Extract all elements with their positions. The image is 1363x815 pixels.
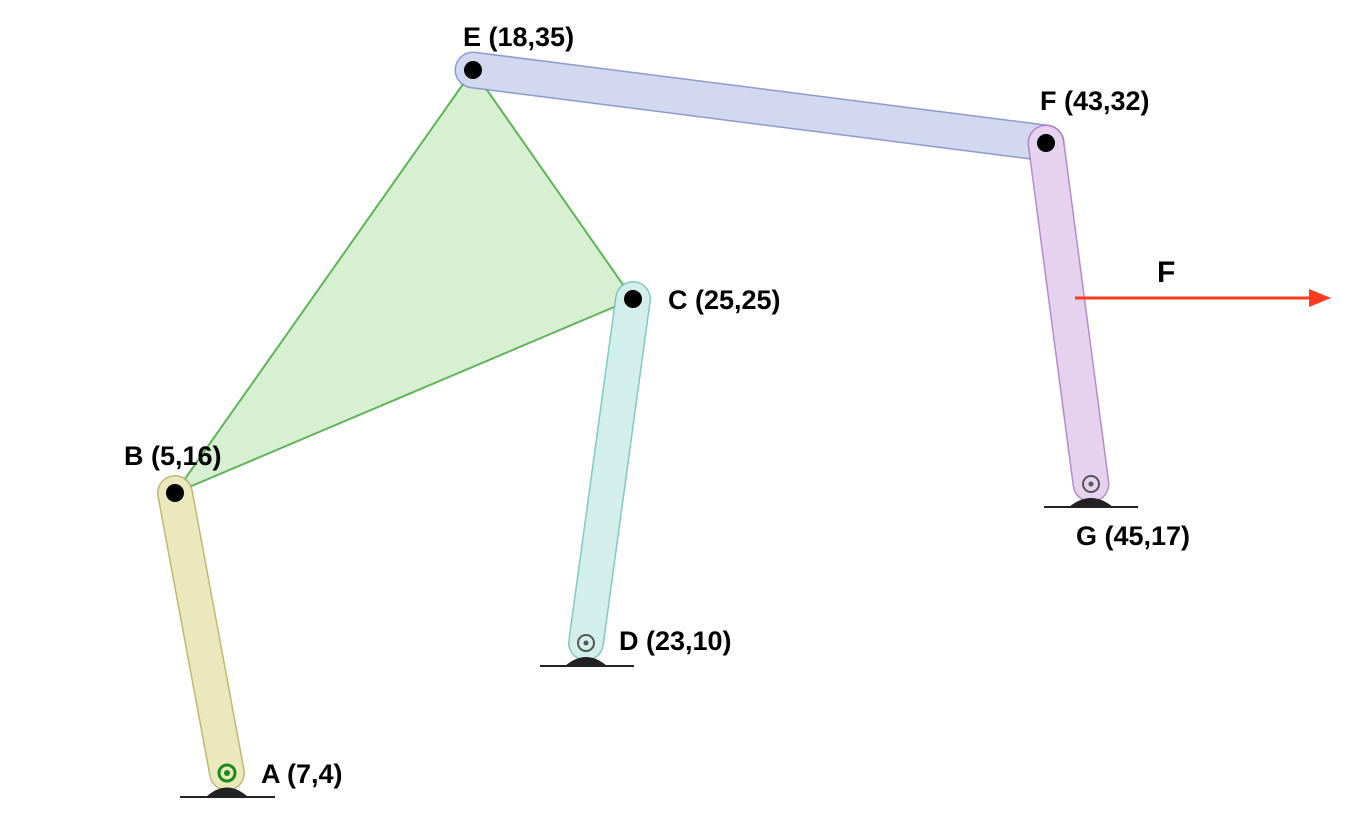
joint-d bbox=[577, 634, 595, 652]
joint-label-c: C (25,25) bbox=[668, 285, 781, 315]
joint-label-g: G (45,17) bbox=[1076, 521, 1190, 551]
joint-c bbox=[624, 290, 642, 308]
joint-g bbox=[1082, 475, 1100, 493]
link-fg bbox=[1029, 126, 1108, 501]
force-label: F bbox=[1157, 256, 1175, 289]
joint-f bbox=[1037, 134, 1055, 152]
joint-a bbox=[217, 763, 237, 783]
ground-support-d bbox=[540, 657, 634, 667]
link-ef bbox=[456, 53, 1063, 160]
ground-support-g bbox=[1044, 498, 1138, 508]
joint-label-a: A (7,4) bbox=[261, 759, 343, 789]
joint-e bbox=[464, 61, 482, 79]
force-arrow bbox=[1075, 289, 1331, 307]
ground-support-a bbox=[180, 787, 275, 798]
link-ab bbox=[158, 476, 244, 790]
joint-b bbox=[166, 484, 184, 502]
joint-label-b: B (5,16) bbox=[124, 441, 222, 471]
joint-label-d: D (23,10) bbox=[619, 626, 732, 656]
ternary-link-bce bbox=[174, 69, 634, 494]
joint-label-f: F (43,32) bbox=[1040, 86, 1150, 116]
link-dc bbox=[569, 282, 650, 660]
joint-label-e: E (18,35) bbox=[463, 22, 574, 52]
